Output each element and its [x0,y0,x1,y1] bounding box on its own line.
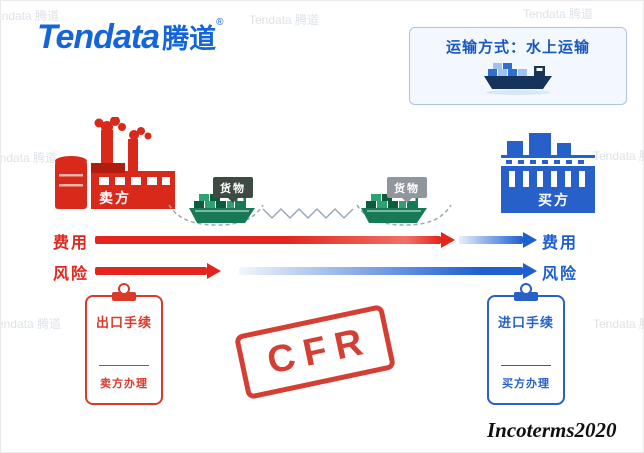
risk-label-buyer: 风险 [542,266,579,283]
logo-wordmark: Tendata [37,18,160,56]
watermark-text: Tendata 腾道 [249,13,320,27]
cost-arrow-buyer [459,236,523,244]
cargo-tag: 货物 [387,177,427,198]
registered-mark: ® [216,17,224,28]
card-divider [99,365,149,366]
risk-arrow-buyer [239,267,523,275]
clipboard-clip-icon [514,292,538,301]
cost-arrow-seller [95,236,441,244]
watermark-text: Tendata 腾道 [523,7,594,21]
transport-mode-title: 运输方式：水上运输 [445,39,590,56]
arrowhead-icon [207,263,221,279]
seller-label: 卖方 [99,190,131,206]
watermark-text: Tendata 腾道 [593,317,643,331]
import-card-title: 进口手续 [497,315,554,330]
risk-arrow-seller [95,267,207,275]
card-divider [501,365,551,366]
cargo-ship-icon [189,188,255,223]
buyer-label: 买方 [538,192,570,208]
export-card-title: 出口手续 [95,315,152,330]
buyer-building-icon [501,133,595,213]
export-card-subtitle: 卖方办理 [100,378,148,390]
transport-mode-panel: 运输方式：水上运输 [409,27,627,105]
cfr-stamp: CFR [233,303,397,401]
risk-label-seller: 风险 [53,266,90,283]
cost-label-seller: 费用 [53,235,90,252]
logo-chinese: 腾道 [162,24,217,54]
export-procedure-card: 出口手续 卖方办理 [85,292,163,405]
seller-factory-icon [55,117,175,209]
arrowhead-icon [523,232,537,248]
cargo-tag: 货物 [213,177,253,198]
container-ship-icon [484,63,552,95]
import-procedure-card: 进口手续 买方办理 [487,292,565,405]
import-card-subtitle: 买方办理 [502,378,550,390]
clipboard-clip-icon [112,292,136,301]
watermark-text: Tendata 腾道 [1,317,62,331]
arrowhead-icon [523,263,537,279]
cost-label-buyer: 费用 [542,235,579,252]
incoterms-caption: Incoterms2020 [487,418,617,442]
arrowhead-icon [441,232,455,248]
